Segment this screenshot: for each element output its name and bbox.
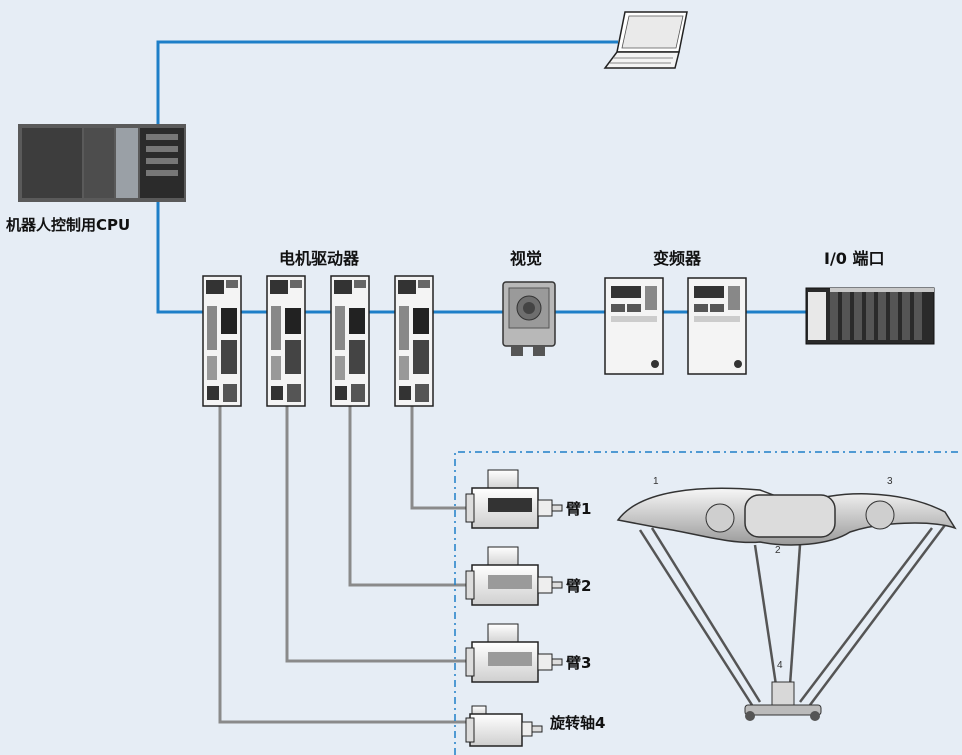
servo-driver-icon (331, 276, 369, 406)
io-port-label: I/0 端口 (824, 245, 885, 269)
servo-motor-icon (466, 470, 562, 528)
arm2-label: 臂2 (566, 575, 591, 596)
laptop-icon (605, 12, 687, 68)
servo-drivers (203, 276, 433, 406)
cable-arm1 (412, 405, 472, 508)
vision-camera-icon (503, 282, 555, 356)
servo-driver-icon (203, 276, 241, 406)
inverter-icon (605, 278, 663, 374)
inverter-icon (688, 278, 746, 374)
inverters-label: 变频器 (653, 245, 701, 269)
delta-robot-icon (618, 488, 955, 721)
robot-number-3: 3 (887, 476, 893, 487)
arm1-label: 臂1 (566, 498, 591, 519)
network-lines (158, 42, 808, 312)
servo-motor-icon (466, 706, 542, 746)
io-module-icon (806, 288, 934, 344)
robot-number-1: 1 (653, 476, 659, 487)
arm3-label: 臂3 (566, 652, 591, 673)
motor-drivers-label: 电机驱动器 (279, 245, 359, 269)
motor-cables (220, 405, 472, 722)
vision-label: 视觉 (510, 245, 542, 269)
servo-driver-icon (267, 276, 305, 406)
network-line-cpu-down (158, 200, 205, 312)
cpu-label: 机器人控制用CPU (6, 214, 130, 235)
robot-number-4: 4 (777, 660, 783, 671)
cable-arm3 (287, 405, 472, 661)
servo-driver-icon (395, 276, 433, 406)
servo-motor-icon (466, 624, 562, 682)
servo-motors (466, 470, 562, 746)
network-line-laptop (158, 42, 618, 140)
inverters (605, 278, 746, 374)
controller-cpu-icon (18, 124, 186, 202)
rotation-axis-label: 旋转轴4 (550, 712, 605, 733)
servo-motor-icon (466, 547, 562, 605)
cable-rotation (220, 405, 468, 722)
robot-number-2: 2 (775, 545, 781, 556)
